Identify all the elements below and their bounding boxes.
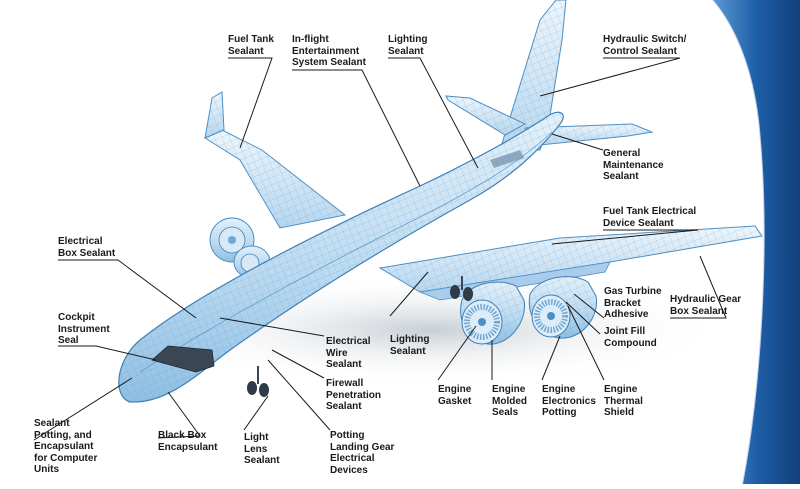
fan-blades-1 — [464, 304, 500, 340]
leader-lines — [33, 57, 727, 441]
cockpit-window — [151, 345, 215, 373]
swoosh-highlight — [711, 0, 765, 485]
fan-blades-2 — [534, 299, 568, 333]
nose-landing-gear — [247, 366, 269, 397]
main-landing-gear — [450, 276, 473, 301]
blue-swoosh-accent — [712, 0, 800, 484]
upper-window-panel — [490, 150, 524, 168]
label-hydraulic-switch: Hydraulic Switch/Control Sealant — [603, 34, 687, 57]
